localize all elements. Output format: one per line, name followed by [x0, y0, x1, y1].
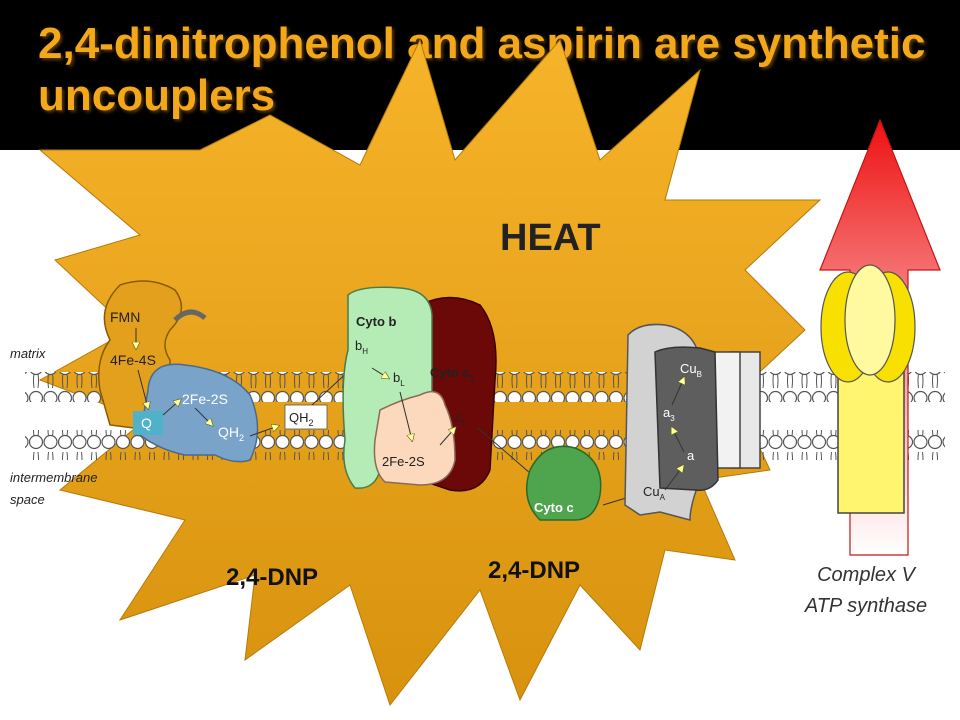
- fe2s-label-3: 2Fe-2S: [382, 454, 425, 469]
- complex5-label-2: ATP synthase: [804, 595, 927, 617]
- q-box: [133, 411, 163, 435]
- dnp-label-left: 2,4-DNP: [226, 564, 318, 591]
- cub-label: CuB: [680, 361, 702, 379]
- qh2-carrier-label: QH2: [289, 410, 314, 428]
- title-bar: 2,4-dinitrophenol and aspirin are synthe…: [0, 0, 960, 150]
- a-label: a: [687, 448, 695, 463]
- fmn-label: FMN: [110, 309, 140, 325]
- c1-label: c1: [455, 410, 467, 428]
- space-label: space: [10, 492, 45, 507]
- cyto-c-label: Cyto c: [534, 500, 574, 515]
- complex-3: Cyto b bH bL Cyto c1 c1 2Fe-2S: [342, 286, 538, 492]
- cyto-b-label: Cyto b: [356, 314, 397, 329]
- atp-synthase-head-center: [844, 264, 896, 376]
- qh2-label: QH2: [218, 424, 244, 443]
- complex-4-dark-shape: [654, 346, 719, 492]
- intermembrane-label: intermembrane: [10, 470, 97, 485]
- cyto-c1-label: Cyto c1: [430, 365, 475, 383]
- matrix-label: matrix: [10, 346, 46, 361]
- slide-title: 2,4-dinitrophenol and aspirin are synthe…: [38, 19, 926, 120]
- dnp-label-center: 2,4-DNP: [488, 557, 580, 584]
- heat-label: HEAT: [500, 217, 601, 259]
- qh2-carrier-box: [284, 404, 328, 430]
- cyto-c-shape: [525, 445, 602, 521]
- cua-label: CuA: [643, 484, 666, 502]
- complex-4: CuB a3 a CuA: [624, 323, 761, 521]
- rotate-arrow-icon: [173, 309, 207, 322]
- fe2s-label: 2Fe-2S: [182, 391, 228, 407]
- atp-synthase: [820, 264, 916, 514]
- complex5-label-1: Complex V: [817, 564, 916, 586]
- complex-1: Q FMN 4Fe-4S 2Fe-2S QH2: [98, 280, 259, 463]
- complex-1-membrane: [139, 363, 259, 463]
- fe4s-label: 4Fe-4S: [110, 352, 156, 368]
- a3-label: a3: [663, 405, 675, 423]
- bh-label: bH: [355, 338, 368, 356]
- bl-label: bL: [393, 370, 405, 388]
- q-label: Q: [141, 415, 152, 431]
